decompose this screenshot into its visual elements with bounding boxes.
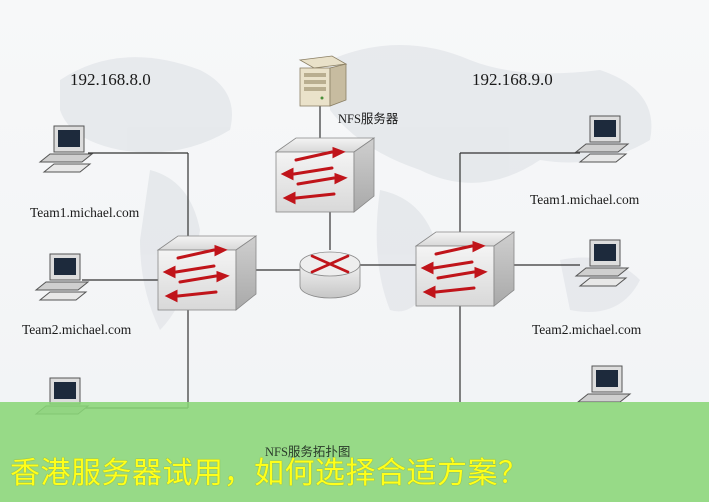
pc-icon-right-3 <box>576 365 632 403</box>
pc-icon-left-1 <box>38 125 94 173</box>
diagram-caption: NFS服务拓扑图 <box>265 445 351 459</box>
right-network-label: 192.168.9.0 <box>472 70 553 89</box>
left-host-2-label: Team2.michael.com <box>22 322 132 337</box>
title-banner <box>0 402 709 502</box>
pc-icon-right-2 <box>574 239 630 287</box>
right-switch-icon <box>414 231 516 307</box>
left-network-label: 192.168.8.0 <box>70 70 151 89</box>
right-host-2-label: Team2.michael.com <box>532 322 642 337</box>
nfs-server-label: NFS服务器 <box>338 112 399 126</box>
right-host-1-label: Team1.michael.com <box>530 192 640 207</box>
banner-title: 香港服务器试用，如何选择合适方案？ <box>10 456 529 491</box>
nfs-server-icon <box>298 55 348 107</box>
top-switch-icon <box>274 137 376 213</box>
left-switch-icon <box>156 235 258 311</box>
left-host-1-label: Team1.michael.com <box>30 205 140 220</box>
world-map-background <box>60 45 652 330</box>
pc-icon-left-2 <box>34 253 90 301</box>
pc-icon-right-1 <box>574 115 630 163</box>
router-icon <box>299 251 361 299</box>
